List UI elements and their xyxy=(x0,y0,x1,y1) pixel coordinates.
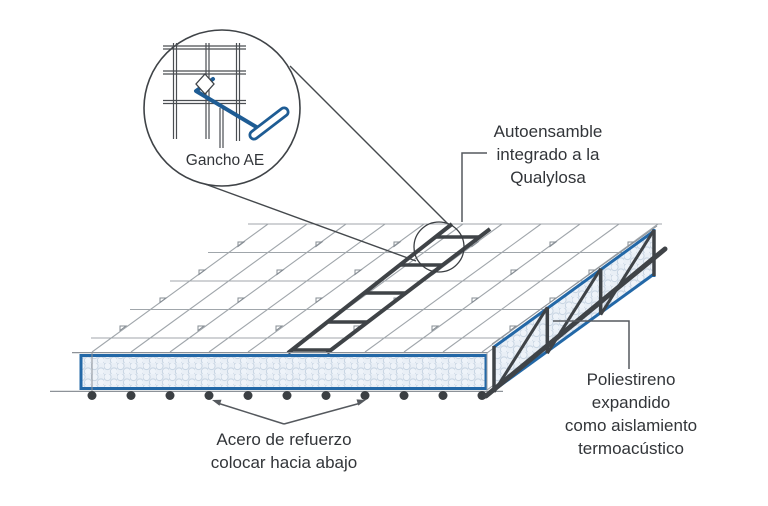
detail-target-circle xyxy=(413,221,465,273)
callout-cone-lines xyxy=(204,65,451,262)
rebar-dots xyxy=(87,391,487,400)
ladder-joist xyxy=(286,222,492,355)
acero-arrows xyxy=(212,399,366,425)
arrow-left-icon xyxy=(212,399,222,406)
front-foam-panel xyxy=(50,343,503,392)
poliestireno-leader xyxy=(553,320,630,369)
leader-lines xyxy=(212,152,630,425)
autoensamble-leader xyxy=(461,152,487,222)
side-foam-panel xyxy=(483,225,668,399)
detail-mesh-grid xyxy=(163,43,246,148)
autoensamble-label: Autoensamble integrado a la Qualylosa xyxy=(493,122,603,187)
acero-label: Acero de refuerzo colocar hacia abajo xyxy=(210,430,358,472)
gancho-ae-label: Gancho AE xyxy=(185,152,265,169)
mesh-hook-flags xyxy=(119,241,636,332)
wire-diamond-node xyxy=(195,73,215,95)
bottom-chord-bar xyxy=(483,246,668,399)
callout-detail-circle xyxy=(143,29,301,187)
poliestireno-label: Poliestireno expandido como aislamiento … xyxy=(564,370,698,458)
arrow-right-icon xyxy=(356,399,366,406)
